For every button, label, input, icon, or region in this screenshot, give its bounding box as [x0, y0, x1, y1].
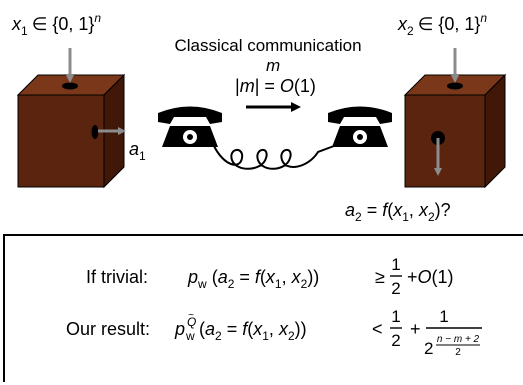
right-input-label: x2∈ {0, 1}n	[397, 11, 487, 38]
right-box-front	[404, 94, 486, 188]
trivial-bound: +O(1)	[407, 267, 454, 287]
phone-cord	[213, 145, 335, 170]
ours-frac2-exp-num: n − m + 2	[437, 334, 480, 345]
ours-tilde: ~	[188, 310, 194, 321]
left-phone-icon	[158, 106, 222, 147]
left-box-input-slot	[62, 82, 78, 90]
left-output-label: a1	[129, 139, 146, 163]
right-box	[403, 73, 507, 189]
ours-lhs: (a2 = f(x1, x2))	[199, 319, 307, 343]
trivial-label: If trivial:	[86, 267, 148, 287]
message-variable: m	[266, 56, 280, 75]
right-phone-icon	[328, 106, 392, 147]
ours-frac-num: 1	[391, 307, 400, 326]
trivial-frac-num: 1	[391, 255, 400, 274]
ours-frac2-base: 2	[424, 339, 433, 358]
right-output-label: a2= f(x1, x2)?	[345, 200, 451, 224]
left-box-front	[17, 94, 105, 188]
channel-title: Classical communication	[174, 36, 361, 55]
ours-p-sup: Q	[187, 315, 196, 329]
trivial-frac-den: 2	[391, 279, 400, 298]
ours-relation: <	[372, 319, 383, 339]
left-box-output-slot	[91, 125, 99, 139]
right-box-input-slot	[447, 82, 463, 90]
message-size: |m| = O(1)	[235, 76, 316, 96]
left-box	[16, 73, 126, 189]
left-input-label: x1∈ {0, 1}n	[11, 11, 101, 38]
ours-frac-den: 2	[391, 331, 400, 350]
ours-p-sub: w	[185, 329, 195, 343]
our-result-label: Our result:	[66, 319, 150, 339]
ours-frac2-num: 1	[439, 307, 448, 326]
right-box-side	[484, 73, 506, 189]
ours-plus: +	[410, 319, 421, 339]
ours-frac2-exp-den: 2	[455, 347, 461, 358]
results-panel-border	[3, 234, 523, 382]
ours-p: p	[174, 319, 185, 339]
trivial-relation: ≥	[375, 267, 385, 287]
trivial-lhs: pw (a2 = f(x1, x2))	[187, 267, 319, 291]
